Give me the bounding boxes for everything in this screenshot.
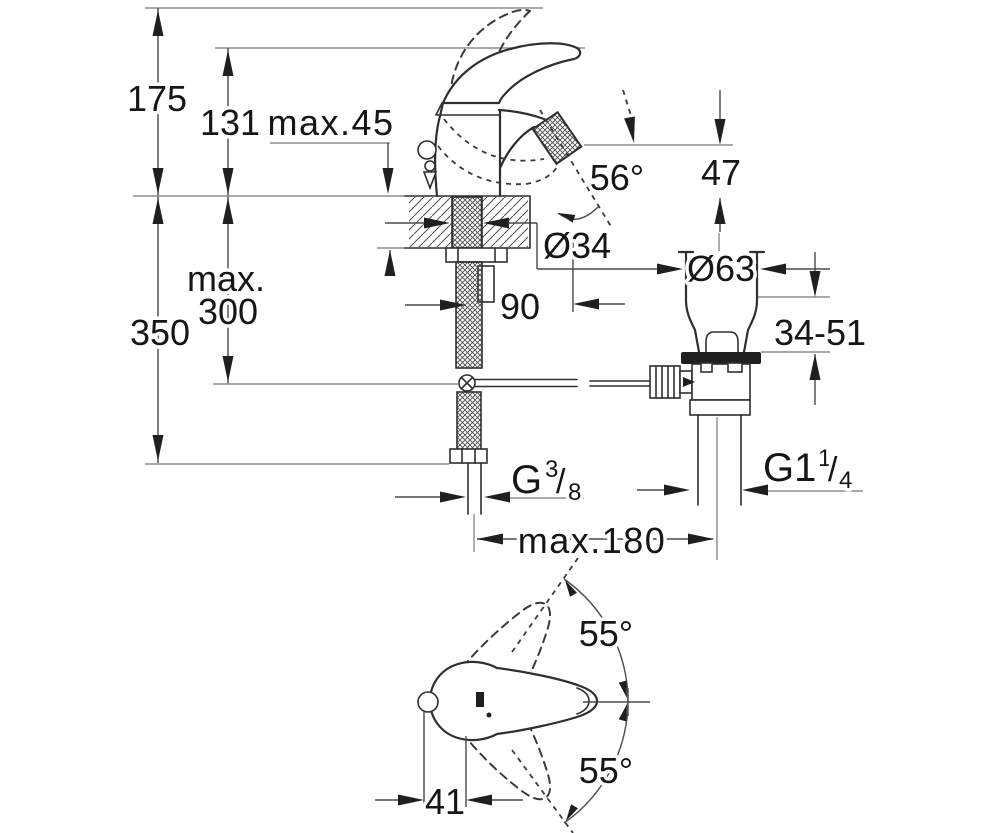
dim-overall-height: 175 [127, 78, 187, 119]
dim-waste-thread-slash: / [828, 451, 838, 489]
dim-max-mounting-thickness: max.45 [267, 102, 394, 143]
dim-outlet-height: 47 [701, 152, 741, 193]
hose-nut [449, 448, 488, 464]
dim-handle-swing-up: 55° [579, 613, 633, 654]
flex-hose-upper [455, 261, 483, 369]
dim-max-below-line1: max. [187, 258, 265, 299]
spout-top [497, 108, 546, 121]
handle-lever [441, 42, 582, 105]
waste-funnel-right [742, 250, 759, 354]
faucet-side-view [417, 8, 583, 198]
spout-nozzle [531, 110, 583, 166]
dim-waste-thread-base: G1 [763, 446, 816, 490]
spout-bottom [498, 125, 536, 170]
dim-supply-thread-sub: 8 [568, 479, 581, 506]
rod-knob [649, 365, 681, 399]
chain-eyelet-top-view [417, 691, 439, 713]
dim-hose-length: 350 [130, 312, 190, 353]
supply-and-rod [445, 196, 693, 515]
dim-spout-reach: 90 [500, 286, 540, 327]
threaded-shank [451, 196, 483, 249]
waste-funnel-left [684, 250, 701, 354]
dim-waste-height-range: 34-51 [774, 312, 866, 353]
dim-supply-thread-base: G [511, 458, 542, 502]
dimension-labels: 175 131 max.45 56° 47 Ø34 Ø63 max. 300 3… [123, 75, 869, 826]
dim-handle-offset: 41 [425, 781, 465, 822]
dim-mounting-hole-diameter: Ø34 [543, 225, 611, 266]
handle-raised-outline [449, 8, 531, 98]
dim-handle-height: 131 [200, 102, 260, 143]
dim-waste-thread-sup: 1 [818, 445, 831, 472]
plug-dome [705, 331, 739, 353]
mounting-nut [445, 247, 508, 263]
chain-eyelet [417, 140, 437, 160]
handle-top-view [428, 660, 599, 742]
waste-body-ring [689, 399, 751, 416]
dim-waste-flange-diameter: Ø63 [687, 248, 755, 289]
swing-arc-up [563, 578, 629, 702]
dim-waste-thread-sub: 4 [839, 467, 852, 494]
handle-swing-up-outline [461, 601, 552, 705]
dim-handle-swing-down: 55° [579, 750, 633, 791]
dim-spout-angle: 56° [590, 157, 644, 198]
flex-hose-lower [456, 391, 482, 451]
supply-pipe [467, 462, 482, 515]
waste-tailpipe [697, 414, 742, 506]
popup-rod-left [474, 378, 578, 388]
waste-flange [681, 352, 761, 364]
dim-supply-thread-sup: 3 [545, 456, 558, 483]
popup-rod-right [589, 380, 653, 387]
top-view [375, 557, 650, 833]
swing-arc-down [563, 700, 629, 824]
dim-max-below-line2: 300 [198, 291, 258, 332]
handle-swing-down-outline [462, 697, 552, 801]
drain-assembly [677, 250, 766, 506]
dim-max-rod-spread: max.180 [518, 520, 667, 561]
dim-supply-thread-slash: / [556, 463, 566, 501]
